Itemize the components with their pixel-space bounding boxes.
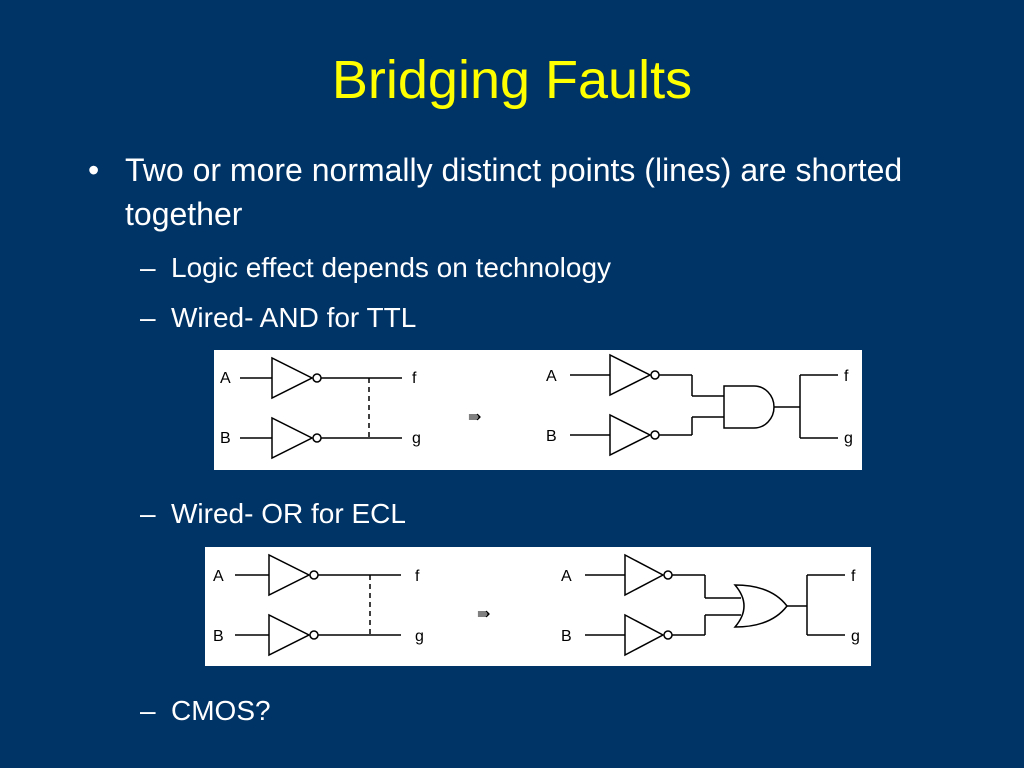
label-f: f [851,568,856,585]
wired-or-diagram: A B f g ⇛ A B f g [205,547,871,666]
label-b: B [220,430,231,447]
label-b: B [546,428,557,445]
label-f: f [415,568,420,585]
sub-bullet-wired-or: –Wired- OR for ECL [140,496,406,532]
label-a: A [546,368,557,385]
sub-text: CMOS? [171,695,271,726]
implies-arrow: ⇛ [468,409,481,426]
label-b: B [561,628,572,645]
slide-title: Bridging Faults [331,50,693,110]
sub-bullet-wired-and: –Wired- AND for TTL [140,300,416,336]
label-a: A [213,568,224,585]
label-g: g [851,628,860,645]
label-f: f [412,370,417,387]
label-f: f [844,368,849,385]
sub-text: Wired- OR for ECL [171,498,406,529]
sub-text: Wired- AND for TTL [171,302,417,333]
implies-arrow: ⇛ [477,606,490,623]
bullet-marker: • [88,152,100,188]
sub-bullet-cmos: –CMOS? [140,693,271,729]
dash: – [140,498,156,529]
label-b: B [213,628,224,645]
sub-text: Logic effect depends on technology [171,252,612,283]
dash: – [140,695,156,726]
label-a: A [561,568,572,585]
bullet-text: Two or more normally distinct points (li… [125,152,903,232]
label-a: A [220,370,231,387]
label-g: g [844,430,853,447]
wired-and-diagram: A B f g ⇛ A B f g [214,350,862,470]
dash: – [140,252,156,283]
dash: – [140,302,156,333]
sub-bullet-logic-effect: –Logic effect depends on technology [140,250,611,286]
label-g: g [415,628,424,645]
label-g: g [412,430,421,447]
